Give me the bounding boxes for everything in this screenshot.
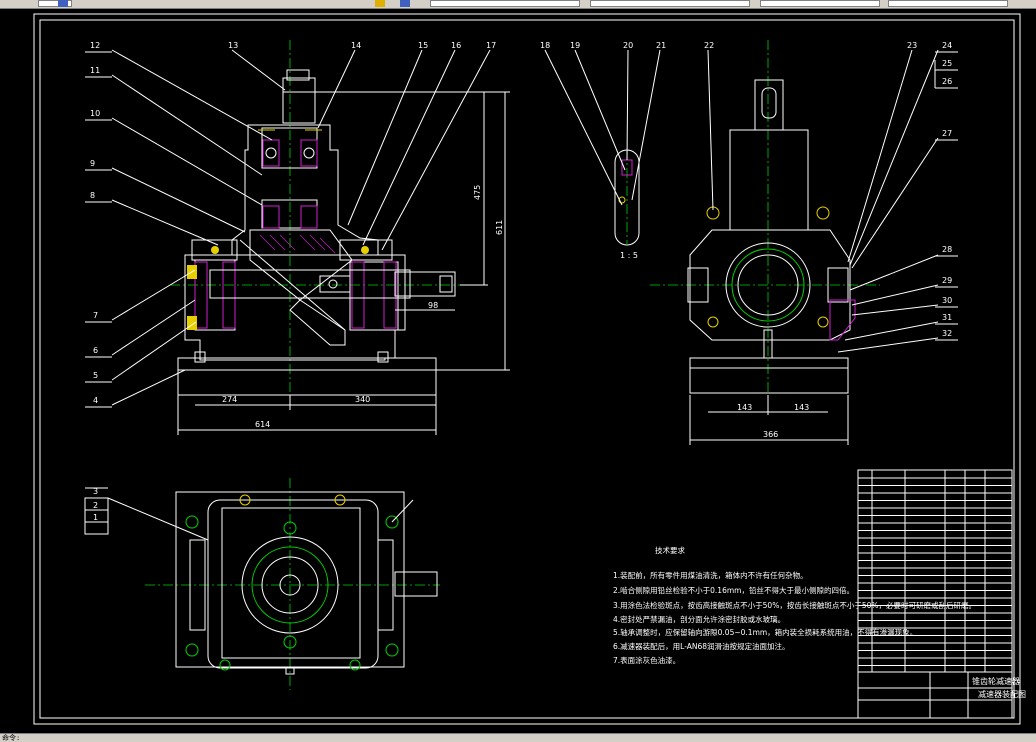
note-item: 4.密封处严禁漏油，剖分面允许涂密封胶或水玻璃。 — [613, 614, 785, 624]
part-number: 11 — [90, 66, 100, 75]
leader-lines-front — [111, 49, 491, 406]
title-block-small: 锥齿轮减速器 — [972, 676, 1020, 686]
part-number: 12 — [90, 41, 100, 50]
part-number: 21 — [656, 41, 666, 50]
part-number: 10 — [90, 109, 100, 118]
drawing-border — [33, 13, 1021, 725]
part-number: 32 — [942, 329, 952, 338]
dim-side-total: 366 — [763, 430, 778, 439]
detail-scale: 1 : 5 — [620, 251, 638, 260]
part-number: 25 — [942, 59, 952, 68]
plan-view — [145, 478, 440, 690]
dim-front-right: 340 — [355, 395, 370, 404]
note-item: 6.减速器装配后，用L-AN68润滑油按规定油面加注。 — [613, 641, 790, 651]
inner-border — [39, 19, 1015, 719]
part-number: 17 — [486, 41, 496, 50]
part-number: 20 — [623, 41, 633, 50]
note-item: 3.用涂色法检验斑点，按齿高接触斑点不小于50%，按齿长接触斑点不小于50%，必… — [613, 600, 976, 610]
part-number-labels: 12 11 10 9 8 7 6 5 4 13 14 15 16 17 18 1… — [90, 41, 952, 522]
part-number: 28 — [942, 245, 952, 254]
plotstyle-dropdown[interactable] — [888, 0, 1008, 7]
layer-dropdown[interactable] — [430, 0, 580, 7]
command-line[interactable]: 命令: — [0, 733, 1036, 742]
drawing-canvas[interactable]: 614 274 340 475 611 98 — [0, 9, 1036, 733]
part-number: 26 — [942, 77, 952, 86]
part-number: 29 — [942, 276, 952, 285]
dim-side-left: 143 — [737, 403, 752, 412]
part-number: 5 — [93, 371, 98, 380]
linetype-dropdown[interactable] — [590, 0, 750, 7]
part-number: 16 — [451, 41, 461, 50]
part-number: 1 — [93, 513, 98, 522]
dim-height-total: 611 — [495, 220, 504, 235]
dim-front-left: 274 — [222, 395, 237, 404]
leader-lines-plan — [84, 487, 414, 541]
properties-icon[interactable] — [375, 0, 385, 7]
part-number: 13 — [228, 41, 238, 50]
dim-shaft-h: 98 — [428, 301, 438, 310]
part-number: 15 — [418, 41, 428, 50]
part-number: 31 — [942, 313, 952, 322]
part-number: 3 — [93, 487, 98, 496]
layer-state-icon[interactable] — [400, 0, 410, 7]
part-number: 8 — [90, 191, 95, 200]
cad-toolbar — [0, 0, 1036, 9]
title-block-name: 减速器装配图 — [978, 689, 1026, 699]
part-number: 23 — [907, 41, 917, 50]
drawing-svg: 614 274 340 475 611 98 — [33, 13, 1026, 725]
technical-notes: 技术要求 1.装配前，所有零件用煤油清洗，箱体内不许有任何杂物。 2.啮合侧隙用… — [613, 545, 976, 665]
part-number: 19 — [570, 41, 580, 50]
part-number-underlines — [85, 51, 958, 408]
command-prompt: 命令: — [2, 734, 21, 742]
side-view: 366 143 143 1 : 5 — [614, 40, 880, 445]
leader-lines-side — [544, 49, 939, 353]
note-item: 5.轴承调整时，应保留轴向游隙0.05~0.1mm，箱内装全损耗系统用油，不得有… — [613, 627, 917, 637]
part-number: 24 — [942, 41, 952, 50]
part-number: 6 — [93, 346, 98, 355]
part-number: 4 — [93, 396, 98, 405]
dim-height-upper: 475 — [473, 185, 482, 200]
layer-icon[interactable] — [58, 0, 68, 7]
part-number: 2 — [93, 501, 98, 510]
note-item: 1.装配前，所有零件用煤油清洗，箱体内不许有任何杂物。 — [613, 570, 808, 580]
notes-title: 技术要求 — [655, 545, 685, 555]
part-number: 14 — [351, 41, 361, 50]
part-number: 22 — [704, 41, 714, 50]
dim-side-right: 143 — [794, 403, 809, 412]
part-number: 27 — [942, 129, 952, 138]
part-number: 7 — [93, 311, 98, 320]
toolbar-dropdown[interactable] — [38, 0, 72, 7]
lineweight-dropdown[interactable] — [760, 0, 880, 7]
part-number: 18 — [540, 41, 550, 50]
part-number: 30 — [942, 296, 952, 305]
dim-front-total: 614 — [255, 420, 270, 429]
note-item: 2.啮合侧隙用铅丝检验不小于0.16mm，铅丝不得大于最小侧隙的四倍。 — [613, 585, 854, 595]
part-number: 9 — [90, 159, 95, 168]
parts-list-table — [857, 469, 1013, 719]
front-section-view: 614 274 340 475 611 98 — [170, 40, 510, 435]
note-item: 7.表面涂灰色油漆。 — [613, 655, 680, 665]
